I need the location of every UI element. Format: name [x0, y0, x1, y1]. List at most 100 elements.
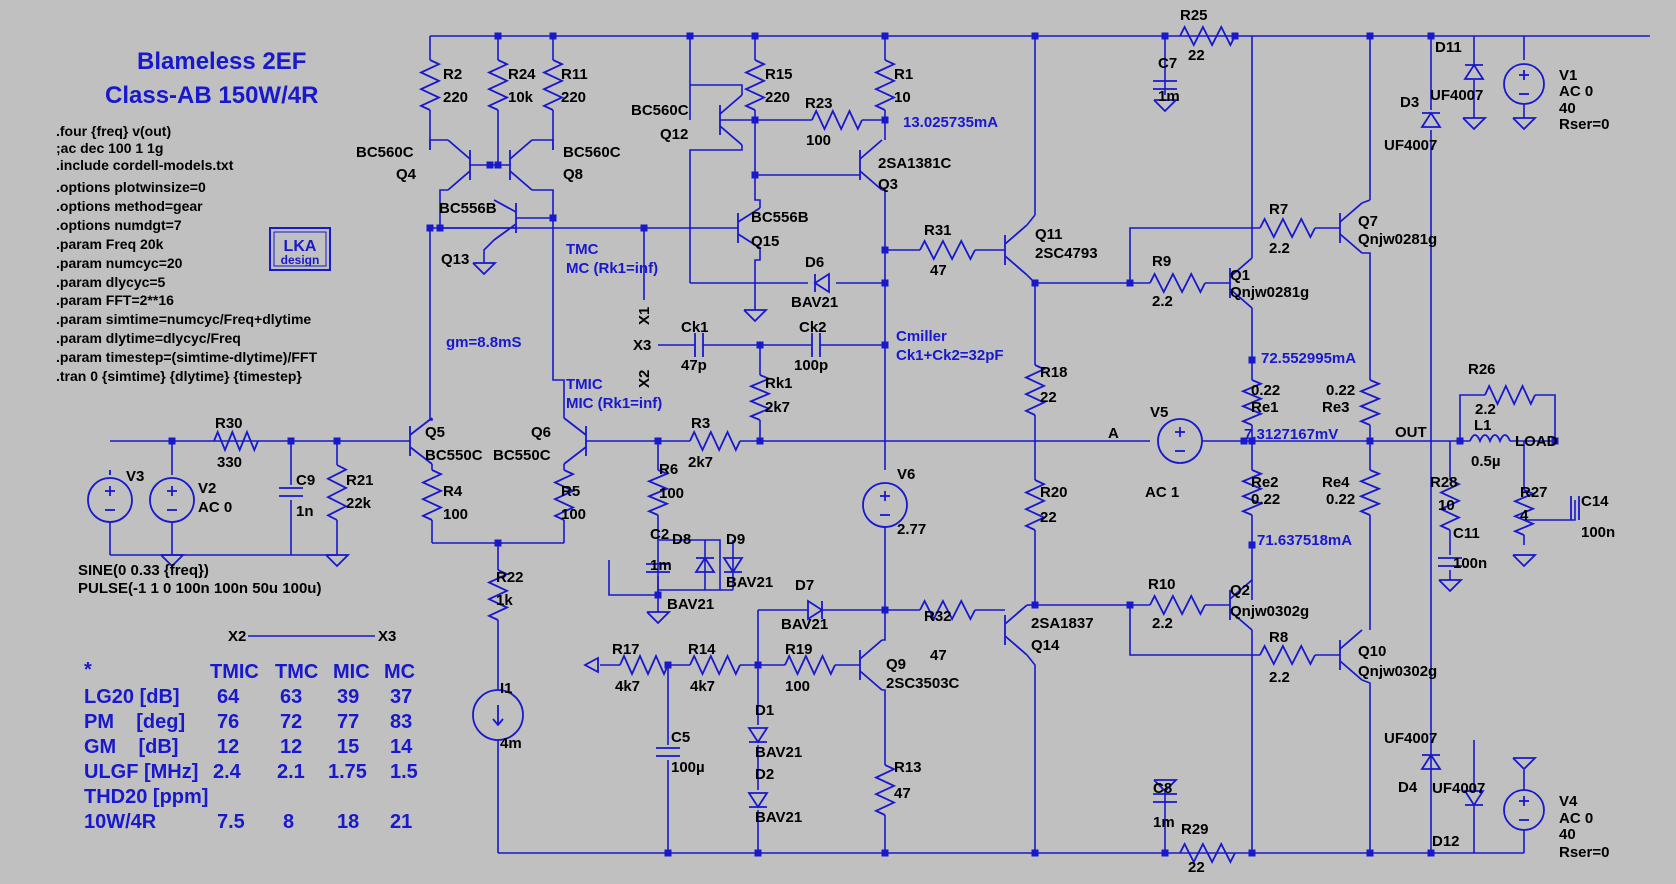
diode-d7: [807, 599, 824, 621]
resistor-r8: [1259, 644, 1316, 666]
part-label-q7: Q7: [1358, 213, 1378, 230]
capacitor-c2: [646, 563, 670, 573]
directive: .param timestep=(simtime-dlytime)/FFT: [56, 349, 317, 365]
resistor-r7: [1259, 217, 1316, 239]
part-label-r26: R26: [1468, 361, 1496, 378]
part-label-i1: I1: [500, 680, 513, 697]
part-label-c2: C2: [650, 526, 669, 543]
part-label-r31: R31: [924, 222, 952, 239]
transistor-emitter: [1229, 288, 1253, 309]
part-label-d2: D2: [755, 766, 774, 783]
resistor-r5: [552, 469, 576, 521]
voltage-source-v5: [1157, 418, 1203, 464]
resistor-r17: [619, 653, 669, 677]
table-cell: 1.5: [390, 761, 418, 783]
wire: [882, 189, 886, 250]
part-value-r13: 47: [894, 785, 911, 802]
part-label-ck1: Ck1: [681, 319, 709, 336]
part-label-r27: R27: [1520, 484, 1548, 501]
part-label-q12: Q12: [660, 126, 688, 143]
table-cell: 2.1: [277, 761, 305, 783]
table-cell: 1.75: [328, 761, 367, 783]
part-model-q14: 2SA1837: [1031, 615, 1094, 632]
diode-d1: [747, 727, 769, 744]
wire: [658, 539, 721, 590]
part-value-c14: 100n: [1581, 524, 1615, 541]
resistor-r15: [743, 59, 767, 111]
transistor-q10: [1339, 629, 1363, 681]
part-value-ck1: 47p: [681, 357, 707, 374]
voltage-source-v6: [862, 482, 908, 528]
resistor-r13: [873, 764, 897, 816]
resistor-r25: [1179, 25, 1236, 47]
part-value-c5: 100µ: [671, 759, 705, 776]
directive: .param dlycyc=5: [56, 274, 166, 290]
source-circle: [1503, 789, 1545, 831]
diode-body: [807, 599, 824, 621]
source-circle: [1157, 418, 1203, 464]
directive: .param Freq 20k: [56, 236, 164, 252]
wires: [109, 35, 1650, 854]
part-label-r25: R25: [1180, 7, 1208, 24]
part-label-q13: Q13: [441, 251, 469, 268]
transistor-q11: [1004, 224, 1028, 276]
junction-dot: [664, 661, 672, 669]
part-label-r14: R14: [688, 641, 716, 658]
table-header-tmc: TMC: [275, 661, 318, 683]
junction-dot: [881, 32, 889, 40]
junction-dot: [1427, 32, 1435, 40]
resistor-r29: [1179, 842, 1236, 864]
wire: [552, 218, 565, 418]
source-circle: [149, 477, 195, 523]
part-value-r1: 10: [894, 89, 911, 106]
loop-gain-table: * TMIC TMC MIC MC LG20 [dB] 64 63 39 37 …: [84, 659, 418, 833]
part-value-c11: 100n: [1453, 555, 1487, 572]
diode-d3: [1420, 111, 1442, 128]
table-header-mic: MIC: [333, 661, 370, 683]
part-value-c2: 1m: [650, 557, 672, 574]
part-label-c9: C9: [296, 472, 315, 489]
diode-body: [1420, 111, 1442, 128]
junction-dot: [1031, 601, 1039, 609]
part-label-r6: R6: [659, 461, 678, 478]
part-model-d4: UF4007: [1384, 730, 1437, 747]
junction-dot: [549, 32, 557, 40]
table-row-label: GM [dB]: [84, 736, 178, 758]
junction-dot: [436, 224, 444, 232]
transistor-collector: [1004, 224, 1028, 245]
part-model-q1: Qnjw0281g: [1230, 284, 1309, 301]
table-header-tmic: TMIC: [210, 661, 259, 683]
part-value-r23: 100: [806, 132, 831, 149]
part-value-r18: 22: [1040, 389, 1057, 406]
part-model-q13: BC556B: [439, 200, 497, 217]
pulse-spec: PULSE(-1 1 0 100n 100n 50u 100u): [78, 580, 321, 597]
part-value-c7: 1m: [1158, 88, 1180, 105]
part-spec-v4: Rser=0: [1559, 844, 1609, 861]
resistor-r24: [486, 59, 510, 111]
part-model-d3: UF4007: [1384, 137, 1437, 154]
part-model-d7: BAV21: [781, 616, 828, 633]
mic-note: MIC (Rk1=inf): [566, 395, 662, 412]
part-label-r22: R22: [496, 569, 524, 586]
transistor-q13: [493, 199, 517, 241]
part-label-r28: R28: [1430, 474, 1458, 491]
diode-body: [747, 727, 769, 744]
transistor-collector: [859, 139, 883, 160]
junction-dot: [881, 341, 889, 349]
part-value-r3: 2k7: [688, 454, 713, 471]
part-label-v2: V2: [198, 480, 216, 497]
part-value-r19: 100: [785, 678, 810, 695]
part-value-r20: 22: [1040, 509, 1057, 526]
junction-dot: [1126, 279, 1134, 287]
junction-dot: [754, 849, 762, 857]
junction-dot: [751, 116, 759, 124]
part-label-r11: R11: [561, 66, 588, 83]
diode-d6: [813, 272, 830, 294]
resistor-r14: [689, 653, 741, 677]
ground-load: [1512, 554, 1538, 568]
part-model-q15: BC556B: [751, 209, 809, 226]
table-row-label: ULGF [MHz]: [84, 761, 198, 783]
resistor-re4: [1358, 469, 1382, 516]
table-row-label: LG20 [dB]: [84, 686, 180, 708]
transistor-emitter: [859, 670, 883, 691]
